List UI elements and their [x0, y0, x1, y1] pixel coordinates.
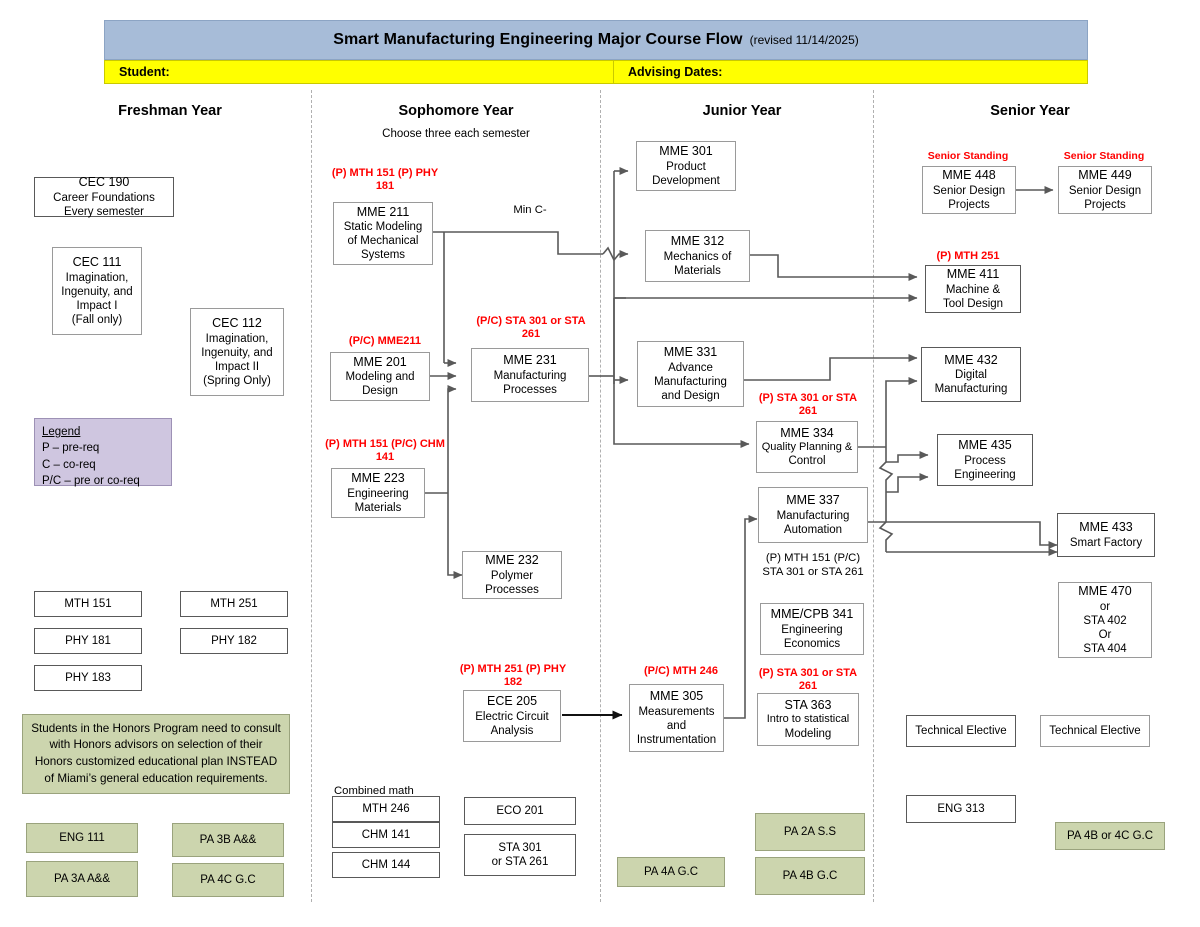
- course-box-mme211[interactable]: MME 211 Static Modeling of Mechanical Sy…: [333, 202, 433, 265]
- course-box-pa3b[interactable]: PA 3B A&&: [172, 823, 284, 857]
- course-box-mme449[interactable]: MME 449 Senior Design Projects: [1058, 166, 1152, 214]
- course-box-technical-elective-1[interactable]: Technical Elective: [906, 715, 1016, 747]
- course-box-mme334[interactable]: MME 334 Quality Planning & Control: [756, 421, 858, 473]
- course-box-mth151[interactable]: MTH 151: [34, 591, 142, 617]
- course-box-eng111[interactable]: ENG 111: [26, 823, 138, 853]
- sophomore-subtitle: Choose three each semester: [382, 128, 530, 140]
- course-box-phy183[interactable]: PHY 183: [34, 665, 142, 691]
- legend-box: Legend P – pre-req C – co-req P/C – pre …: [34, 418, 172, 487]
- course-box-ece205[interactable]: ECE 205 Electric Circuit Analysis: [463, 690, 561, 742]
- course-box-mme435[interactable]: MME 435 Process Engineering: [937, 434, 1033, 486]
- prereq-mme211: (P) MTH 151 (P) PHY 181: [331, 167, 439, 193]
- column-heading-senior: Senior Year: [990, 103, 1070, 119]
- page-title: Smart Manufacturing Engineering Major Co…: [333, 31, 743, 48]
- prereq-mme411: (P) MTH 251: [936, 250, 1000, 262]
- course-box-chm144[interactable]: CHM 144: [332, 852, 440, 878]
- course-box-eco201[interactable]: ECO 201: [464, 797, 576, 825]
- prereq-sta363: (P) STA 301 or STA 261: [758, 667, 858, 693]
- column-divider-2: [600, 90, 601, 902]
- column-heading-freshman: Freshman Year: [118, 103, 222, 119]
- column-heading-junior: Junior Year: [702, 103, 782, 119]
- honors-program-note: Students in the Honors Program need to c…: [22, 714, 290, 794]
- course-box-chm141[interactable]: CHM 141: [332, 822, 440, 848]
- prereq-mme201: (P/C) MME211: [348, 335, 422, 347]
- course-box-mme337[interactable]: MME 337 Manufacturing Automation: [758, 487, 868, 543]
- course-box-mme341[interactable]: MME/CPB 341 Engineering Economics: [760, 603, 864, 655]
- course-box-cec112[interactable]: CEC 112 Imagination, Ingenuity, and Impa…: [190, 308, 284, 396]
- label-min-c: Min C-: [513, 204, 547, 216]
- course-box-mme305[interactable]: MME 305 Measurements and Instrumentation: [629, 684, 724, 752]
- course-box-mme411[interactable]: MME 411 Machine & Tool Design: [925, 265, 1021, 313]
- prereq-mme448: Senior Standing: [927, 150, 1009, 162]
- column-heading-sophomore: Sophomore Year: [398, 103, 514, 119]
- prereq-mme231: (P/C) STA 301 or STA 261: [476, 315, 586, 341]
- course-box-pa4c[interactable]: PA 4C G.C: [172, 863, 284, 897]
- course-box-mme201[interactable]: MME 201 Modeling and Design: [330, 352, 430, 401]
- course-box-mme448[interactable]: MME 448 Senior Design Projects: [922, 166, 1016, 214]
- prereq-mme449: Senior Standing: [1063, 150, 1145, 162]
- prereq-mme341: (P) MTH 151 (P/C) STA 301 or STA 261: [762, 552, 864, 578]
- label-combined-math: Combined math: [334, 785, 414, 797]
- course-box-mme223[interactable]: MME 223 Engineering Materials: [331, 468, 425, 518]
- course-box-sta363[interactable]: STA 363 Intro to statistical Modeling: [757, 693, 859, 746]
- course-box-technical-elective-2[interactable]: Technical Elective: [1040, 715, 1150, 747]
- course-box-mme433[interactable]: MME 433 Smart Factory: [1057, 513, 1155, 557]
- diagram-title-bar: Smart Manufacturing Engineering Major Co…: [104, 20, 1088, 60]
- course-box-pa4a[interactable]: PA 4A G.C: [617, 857, 725, 887]
- legend-line-c: C – co-req: [42, 458, 96, 471]
- course-box-phy181[interactable]: PHY 181: [34, 628, 142, 654]
- course-box-mme232[interactable]: MME 232 Polymer Processes: [462, 551, 562, 599]
- course-box-phy182[interactable]: PHY 182: [180, 628, 288, 654]
- prereq-ece205: (P) MTH 251 (P) PHY 182: [459, 663, 567, 689]
- column-divider-3: [873, 90, 874, 902]
- course-box-pa4b[interactable]: PA 4B G.C: [755, 857, 865, 895]
- course-box-cec190[interactable]: CEC 190 Career Foundations Every semeste…: [34, 175, 174, 218]
- course-box-mme432[interactable]: MME 432 Digital Manufacturing: [921, 347, 1021, 402]
- course-box-mme301[interactable]: MME 301 Product Development: [636, 141, 736, 191]
- course-box-mth246[interactable]: MTH 246: [332, 796, 440, 822]
- revision-date: (revised 11/14/2025): [749, 33, 859, 47]
- course-box-mme470[interactable]: MME 470 or STA 402 Or STA 404: [1058, 582, 1152, 658]
- course-box-eng313[interactable]: ENG 313: [906, 795, 1016, 823]
- legend-title: Legend: [42, 426, 81, 438]
- prereq-mme305: (P/C) MTH 246: [644, 665, 718, 677]
- course-box-mme331[interactable]: MME 331 Advance Manufacturing and Design: [637, 341, 744, 407]
- prereq-mme223: (P) MTH 151 (P/C) CHM 141: [325, 438, 445, 464]
- column-divider-1: [311, 90, 312, 902]
- course-box-sta301[interactable]: STA 301 or STA 261: [464, 834, 576, 876]
- course-box-pa2a[interactable]: PA 2A S.S: [755, 813, 865, 851]
- course-box-pa3a[interactable]: PA 3A A&&: [26, 861, 138, 897]
- course-box-mme312[interactable]: MME 312 Mechanics of Materials: [645, 230, 750, 282]
- student-field[interactable]: Student:: [104, 60, 614, 84]
- advising-dates-field[interactable]: Advising Dates:: [614, 60, 1088, 84]
- course-box-cec111[interactable]: CEC 111 Imagination, Ingenuity, and Impa…: [52, 247, 142, 335]
- course-box-mme231[interactable]: MME 231 Manufacturing Processes: [471, 348, 589, 402]
- prereq-mme334: (P) STA 301 or STA 261: [758, 392, 858, 418]
- course-box-pa4b4c[interactable]: PA 4B or 4C G.C: [1055, 822, 1165, 850]
- legend-line-p: P – pre-req: [42, 442, 100, 455]
- course-box-mth251[interactable]: MTH 251: [180, 591, 288, 617]
- legend-line-pc: P/C – pre or co-req: [42, 474, 140, 487]
- student-advising-bar: Student: Advising Dates:: [104, 60, 1088, 84]
